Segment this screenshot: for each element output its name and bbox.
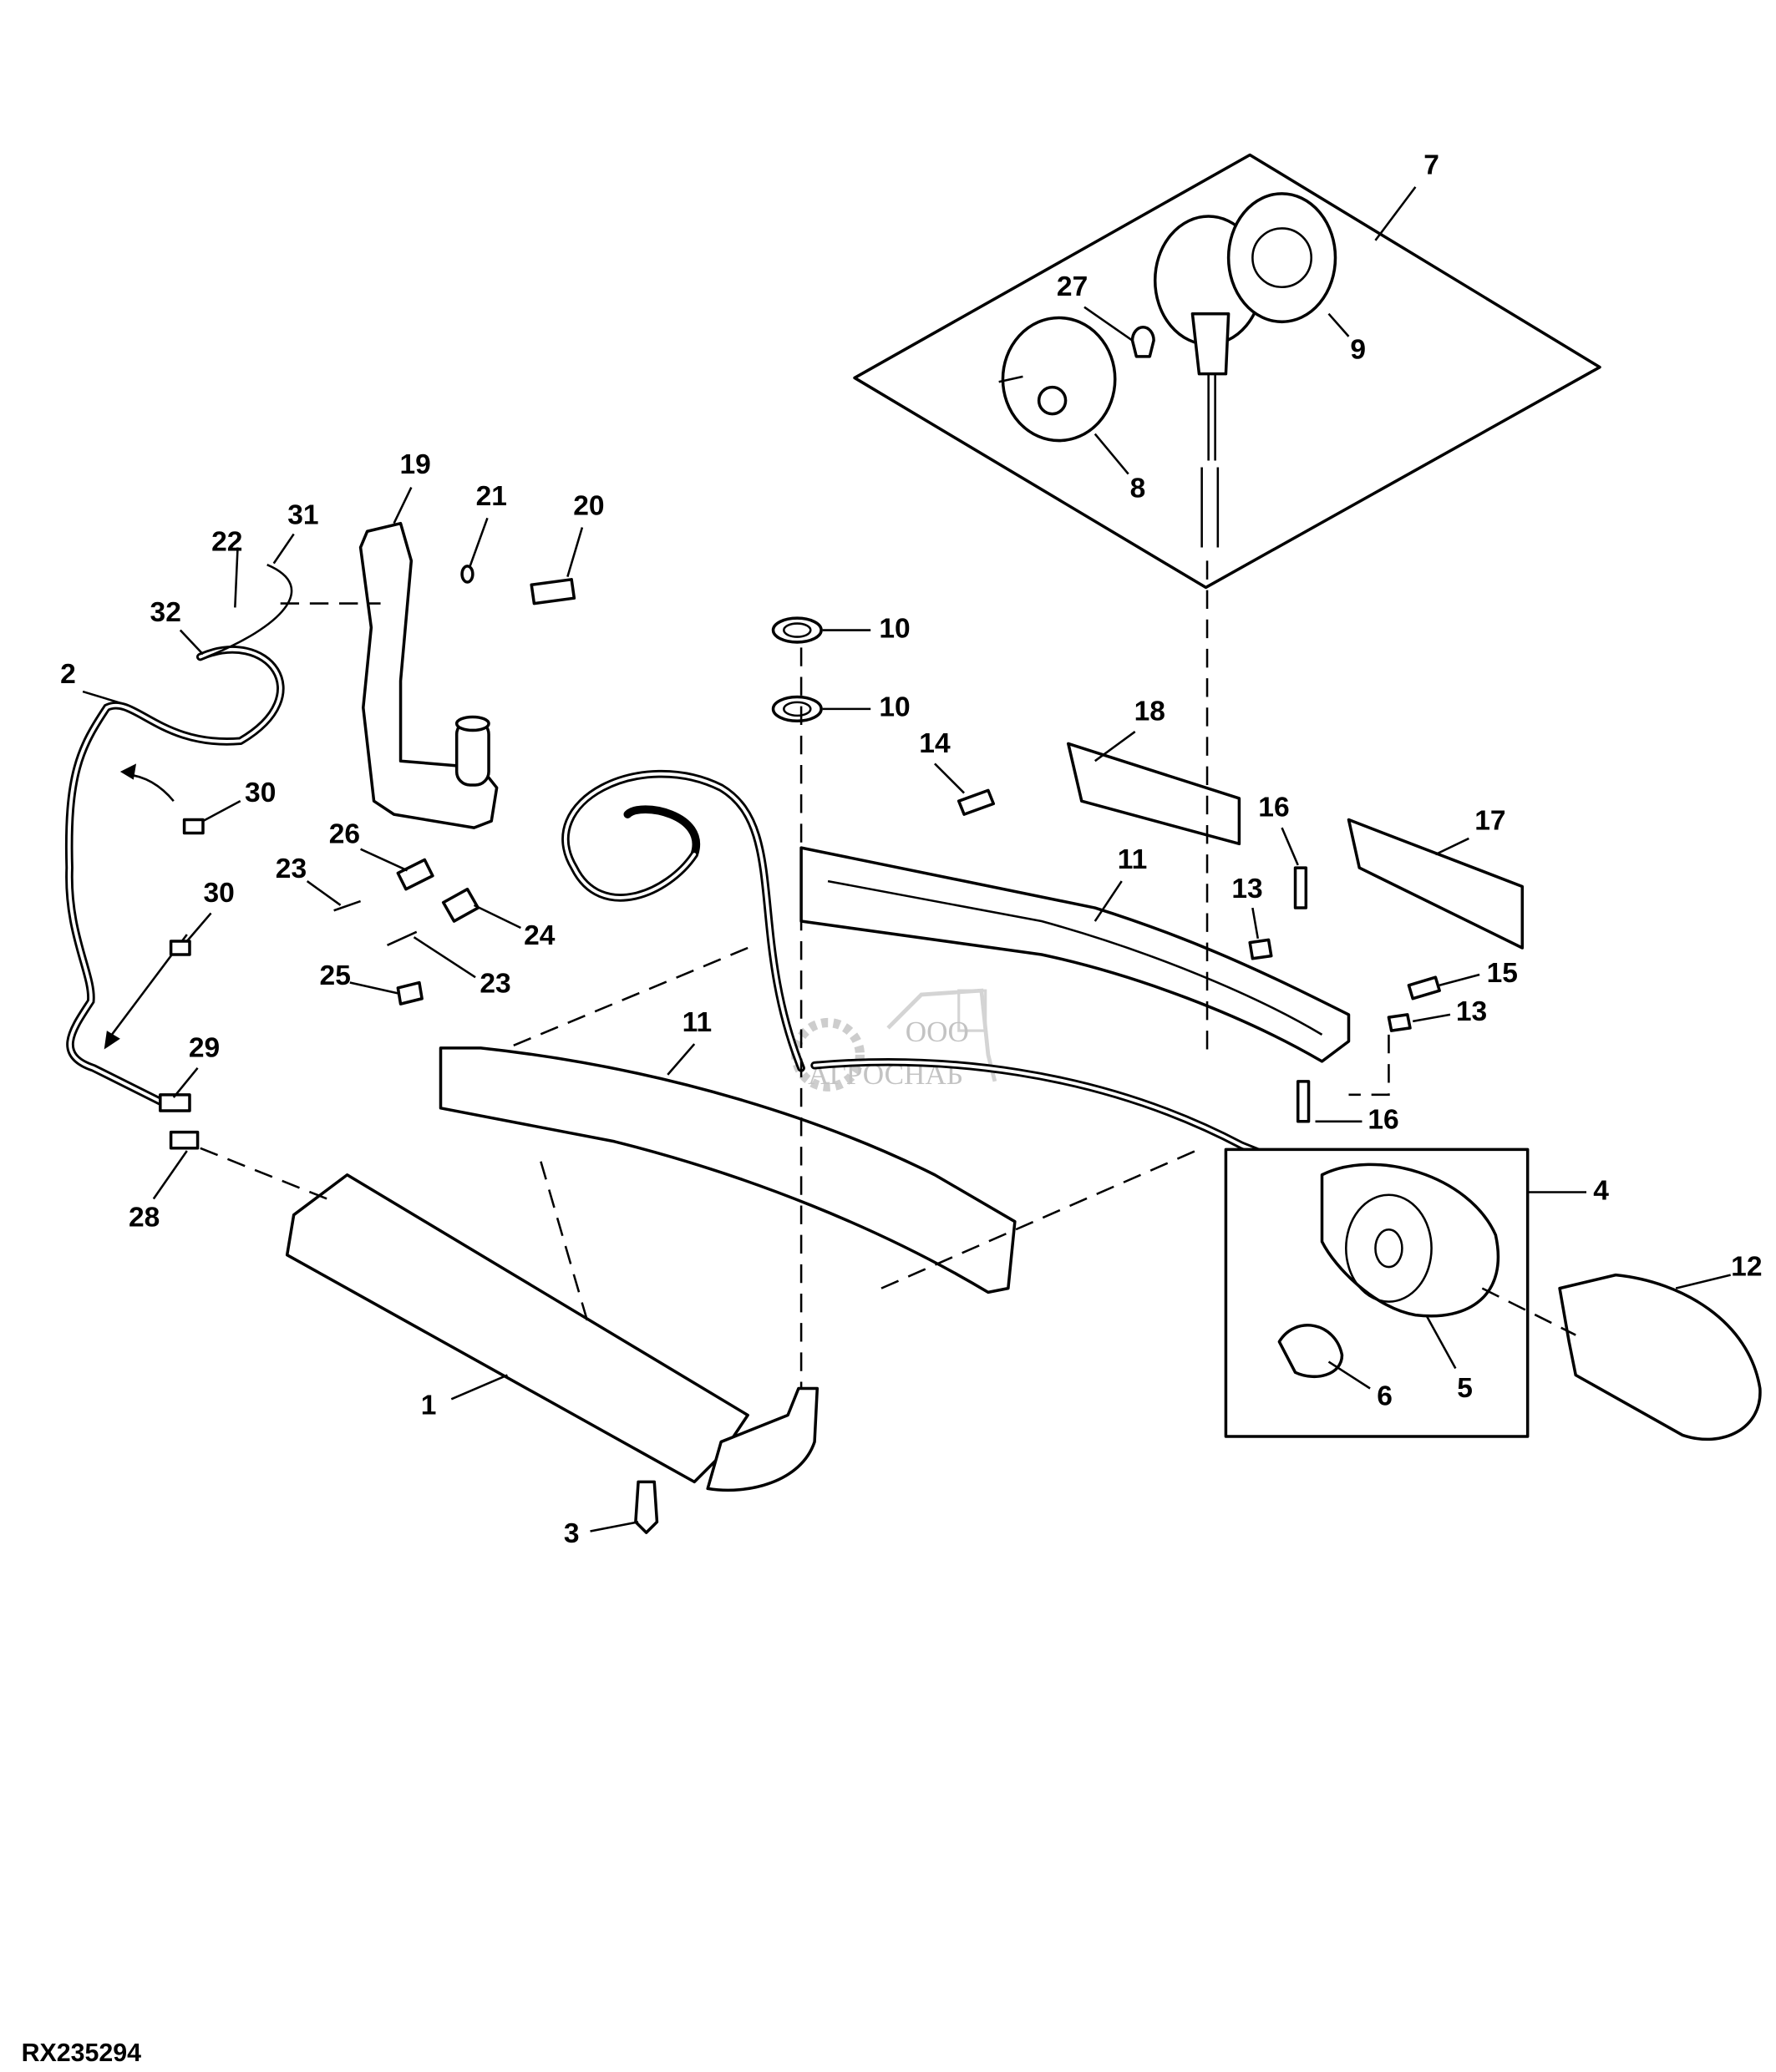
callout-16: 16 [1258, 793, 1289, 823]
callout-3: 3 [564, 1518, 580, 1549]
callout-30: 30 [203, 878, 234, 909]
callout-4: 4 [1593, 1175, 1609, 1206]
callout-30: 30 [245, 778, 276, 808]
callout-21: 21 [476, 481, 507, 512]
callout-2: 2 [60, 659, 76, 690]
callout-26: 26 [329, 819, 360, 850]
callout-23: 23 [276, 854, 307, 884]
callout-19: 19 [399, 449, 430, 480]
callout-13: 13 [1231, 874, 1262, 904]
callout-31: 31 [287, 500, 318, 531]
callout-9: 9 [1350, 334, 1366, 365]
callout-18: 18 [1134, 697, 1165, 727]
callout-10: 10 [879, 692, 910, 723]
beacon-light-assembly [853, 153, 1601, 590]
bracket-19 [358, 521, 499, 829]
callout-11: 11 [682, 1007, 712, 1038]
watermark-prefix: ООО [906, 1016, 969, 1048]
callout-6: 6 [1377, 1381, 1393, 1412]
callout-20: 20 [573, 490, 604, 521]
callout-1: 1 [421, 1391, 437, 1421]
light-bar [799, 846, 1351, 1063]
callout-14: 14 [919, 728, 951, 759]
callout-24: 24 [524, 920, 556, 951]
callout-27: 27 [1057, 271, 1088, 302]
callout-7: 7 [1423, 150, 1439, 181]
callout-23: 23 [480, 969, 510, 1000]
callout-12: 12 [1731, 1251, 1762, 1282]
callout-labels: 7 27 9 8 19 21 20 31 22 32 2 10 10 18 14… [60, 150, 1762, 1549]
callout-22: 22 [211, 527, 242, 558]
callout-5: 5 [1457, 1373, 1473, 1404]
callout-17: 17 [1474, 806, 1505, 837]
leader-lines [82, 186, 1731, 1532]
figure-code: RX235294 [22, 2039, 142, 2067]
callout-28: 28 [129, 1202, 160, 1233]
callout-32: 32 [150, 597, 181, 628]
callout-16: 16 [1368, 1105, 1398, 1136]
callout-25: 25 [320, 960, 351, 991]
callout-29: 29 [189, 1032, 220, 1063]
callout-8: 8 [1130, 474, 1146, 504]
callout-15: 15 [1487, 958, 1518, 989]
callout-11: 11 [1118, 844, 1147, 875]
callout-10: 10 [879, 613, 910, 644]
callout-13: 13 [1456, 996, 1487, 1027]
